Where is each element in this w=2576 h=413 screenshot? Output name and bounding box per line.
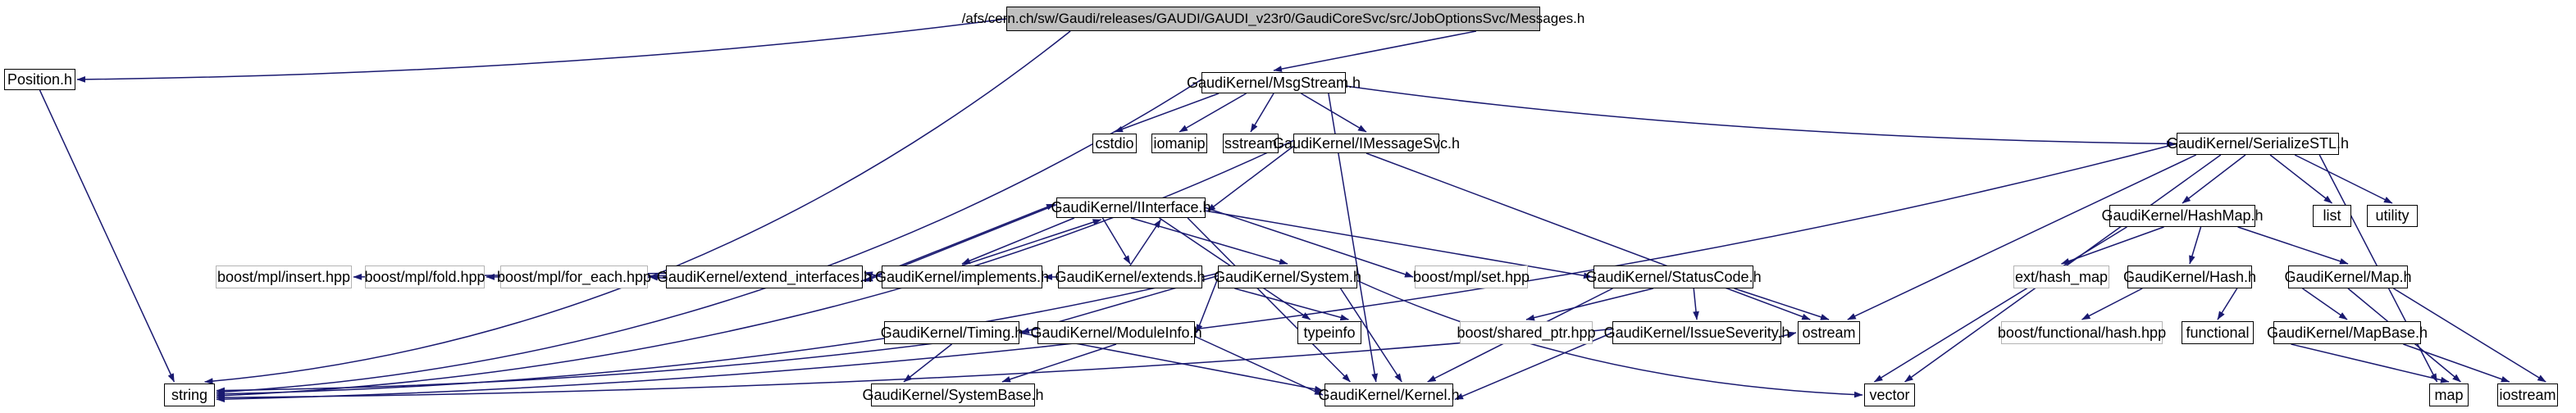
edge-iinterface-to-system	[1130, 217, 1288, 265]
node-imessagesvc[interactable]: GaudiKernel/IMessageSvc.h	[1273, 134, 1460, 153]
node-implements[interactable]: GaudiKernel/implements.h	[875, 266, 1049, 288]
edge-imessagesvc-to-ostream	[1366, 152, 1811, 320]
edge-extends-to-iinterface	[1129, 219, 1162, 266]
edge-msgstream-to-iomanip	[1179, 93, 1247, 133]
edge-iinterface-to-kernel	[1187, 217, 1351, 383]
node-mpl_foreach[interactable]: boost/mpl/for_each.hpp	[497, 266, 651, 288]
node-vector[interactable]: vector	[1864, 384, 1915, 406]
edge-moduleinfo-to-systembase	[1001, 343, 1117, 383]
node-iinterface[interactable]: GaudiKernel/IInterface.h	[1051, 197, 1211, 218]
edge-position_h-to-string	[39, 89, 176, 383]
edge-title-to-msgstream	[1273, 30, 1477, 72]
edge-map_h-to-mapbase	[2302, 288, 2348, 320]
edge-serializestl-to-ostream	[1847, 154, 2197, 320]
node-issueseverity[interactable]: GaudiKernel/IssueSeverity.h	[1604, 321, 1790, 344]
node-hashmap[interactable]: GaudiKernel/HashMap.h	[2101, 205, 2264, 227]
node-mpl_fold[interactable]: boost/mpl/fold.hpp	[364, 266, 486, 288]
edge-mapbase-to-iostream	[2403, 343, 2510, 383]
node-timing[interactable]: GaudiKernel/Timing.h	[881, 321, 1023, 344]
edge-title-to-position_h	[76, 18, 1007, 83]
edge-imessagesvc-to-iinterface	[1206, 145, 1294, 212]
node-map_std[interactable]: map	[2429, 384, 2469, 406]
edge-iinterface-to-implements	[961, 217, 1075, 265]
edge-iinterface-to-extends	[1101, 217, 1131, 265]
node-mpl_set[interactable]: boost/mpl/set.hpp	[1413, 266, 1530, 288]
edge-statuscode-to-ostream	[1734, 288, 1830, 320]
edge-moduleinfo-to-kernel	[1194, 335, 1324, 396]
node-system[interactable]: GaudiKernel/System.h	[1214, 266, 1361, 288]
edge-hashmap-to-ext_hash_map	[2061, 226, 2164, 265]
edge-hash-to-func_hash	[2081, 288, 2143, 320]
edge-hashmap-to-hash	[2189, 226, 2202, 265]
edge-statuscode-to-issueseverity	[1693, 288, 1699, 320]
node-serializestl[interactable]: GaudiKernel/SerializeSTL.h	[2167, 133, 2349, 155]
node-iomanip[interactable]: iomanip	[1151, 134, 1207, 153]
node-msgstream[interactable]: GaudiKernel/MsgStream.h	[1187, 72, 1361, 93]
edge-hashmap-to-map_h	[2237, 226, 2349, 265]
node-map_h[interactable]: GaudiKernel/Map.h	[2284, 266, 2412, 288]
node-ext_hash_map[interactable]: ext/hash_map	[2013, 266, 2109, 288]
edge-hash-to-functional	[2217, 288, 2238, 320]
node-extend_interfaces[interactable]: GaudiKernel/extend_interfaces.h	[657, 266, 872, 288]
edge-hashmap-to-vector	[1873, 226, 2127, 383]
node-list[interactable]: list	[2313, 205, 2351, 227]
edge-serializestl-to-list	[2269, 154, 2332, 204]
edge-timing-to-systembase	[903, 343, 952, 383]
node-kernel[interactable]: GaudiKernel/Kernel.h	[1318, 384, 1460, 406]
edge-msgstream-to-imessagesvc	[1301, 93, 1367, 133]
edge-statuscode-to-shared_ptr	[1525, 288, 1653, 321]
node-iostream[interactable]: iostream	[2497, 384, 2558, 406]
node-mapbase[interactable]: GaudiKernel/MapBase.h	[2267, 321, 2428, 344]
edge-system-to-typeinfo	[1234, 288, 1349, 321]
edge-msgstream-to-cstdio	[1114, 93, 1220, 133]
node-cstdio[interactable]: cstdio	[1092, 134, 1137, 153]
node-mpl_insert[interactable]: boost/mpl/insert.hpp	[216, 266, 352, 288]
edge-msgstream-to-serializestl	[1345, 85, 2176, 148]
node-sstream[interactable]: sstream	[1223, 134, 1279, 153]
node-systembase[interactable]: GaudiKernel/SystemBase.h	[862, 384, 1044, 406]
edge-mapbase-to-map_std	[2291, 343, 2450, 384]
node-typeinfo[interactable]: typeinfo	[1297, 321, 1361, 344]
node-func_hash[interactable]: boost/functional/hash.hpp	[1998, 321, 2166, 344]
node-shared_ptr[interactable]: boost/shared_ptr.hpp	[1457, 321, 1596, 344]
node-utility[interactable]: utility	[2367, 205, 2418, 227]
edge-msgstream-to-sstream	[1250, 93, 1274, 133]
edge-implements-to-iinterface	[961, 219, 1102, 266]
edge-msgstream-to-string	[216, 79, 1202, 396]
node-title: /afs/cern.ch/sw/Gaudi/releases/GAUDI/GAU…	[962, 7, 1584, 31]
edge-serializestl-to-utility	[2294, 154, 2393, 204]
node-hash[interactable]: GaudiKernel/Hash.h	[2123, 266, 2256, 288]
edge-serializestl-to-hashmap	[2182, 154, 2246, 204]
node-position_h[interactable]: Position.h	[4, 69, 75, 90]
node-moduleinfo[interactable]: GaudiKernel/ModuleInfo.h	[1030, 321, 1202, 344]
node-string[interactable]: string	[164, 384, 215, 406]
node-statuscode[interactable]: GaudiKernel/StatusCode.h	[1585, 266, 1762, 288]
node-extends[interactable]: GaudiKernel/extends.h	[1055, 266, 1206, 288]
node-ostream[interactable]: ostream	[1798, 321, 1860, 344]
node-functional[interactable]: functional	[2182, 321, 2254, 344]
